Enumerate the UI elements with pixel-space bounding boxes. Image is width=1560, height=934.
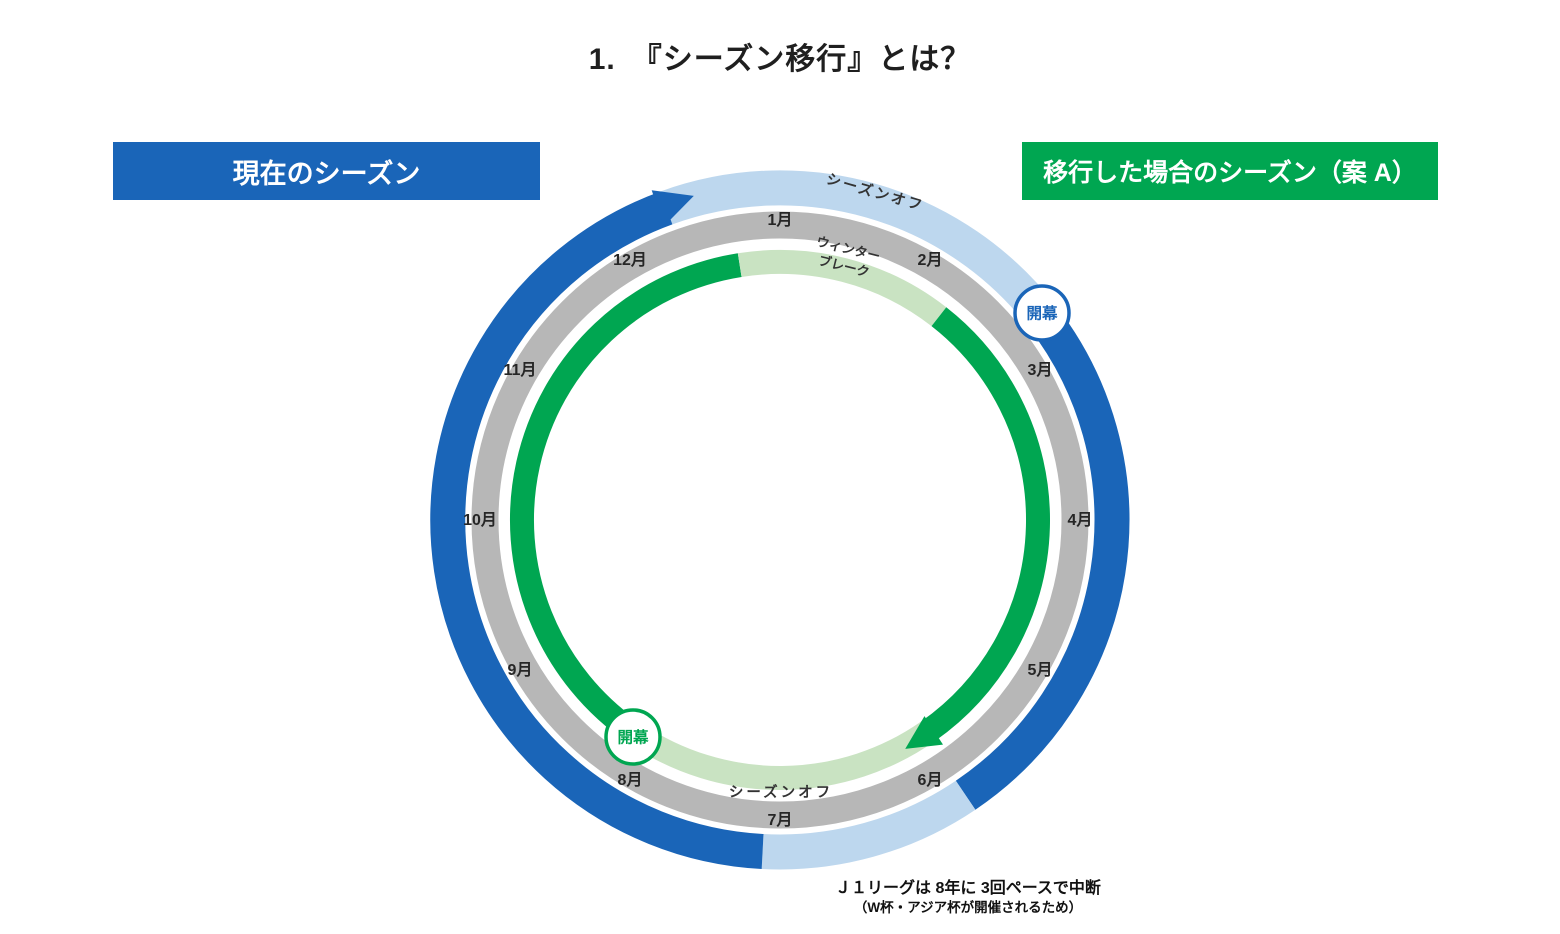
month-label-oct: 10月	[463, 511, 497, 529]
current-kickoff-label: 開幕	[1026, 304, 1058, 323]
month-label-feb: 2月	[918, 251, 943, 269]
current-season-kickoff-badge: 開幕	[1013, 284, 1071, 342]
month-label-may: 5月	[1028, 661, 1053, 679]
outer-ring-current-season	[430, 170, 1130, 870]
legend-proposed-season: 移行した場合のシーズン（案 A）	[1022, 142, 1438, 200]
proposed-season-end-arrow	[905, 716, 944, 749]
legend-current-season-label: 現在のシーズン	[232, 158, 421, 189]
month-labels: 1月 2月 3月 4月 5月 6月 7月 8月 9月 10月 11月 12月	[463, 211, 1092, 829]
footnote: Ｊ１リーグは 8年に 3回ペースで中断 （W杯・アジア杯が開催されるため）	[835, 878, 1101, 915]
legend-proposed-season-label: 移行した場合のシーズン（案 A）	[1043, 159, 1417, 187]
month-label-aug: 8月	[618, 771, 643, 789]
month-label-sep: 9月	[508, 661, 533, 679]
outer-season-arc-spring	[955, 304, 1130, 810]
outer-offseason-arc	[660, 170, 1056, 327]
inner-season-arc-autumn	[509, 253, 742, 744]
inner-winter-break-arc	[737, 249, 947, 327]
outer-worldcup-break-arc	[761, 780, 976, 870]
inner-season-arc-spring	[921, 307, 1050, 742]
inner-offseason-arc	[629, 721, 935, 790]
month-label-jan: 1月	[768, 211, 793, 229]
legend-current-season: 現在のシーズン	[113, 142, 540, 200]
footnote-line1: Ｊ１リーグは 8年に 3回ペースで中断	[835, 878, 1101, 897]
proposed-kickoff-label: 開幕	[617, 728, 649, 747]
current-kickoff-circle	[1013, 284, 1071, 342]
outer-season-arc-autumn	[430, 191, 764, 869]
page-title: 1. 『シーズン移行』とは？	[588, 43, 972, 76]
inner-offseason-label: シーズンオフ	[729, 783, 833, 801]
footnote-line2: （W杯・アジア杯が開催されるため）	[854, 899, 1082, 915]
month-label-dec: 12月	[613, 251, 647, 269]
current-season-end-arrow	[651, 190, 694, 227]
month-label-apr: 4月	[1068, 511, 1093, 529]
month-label-jul: 7月	[768, 811, 793, 829]
month-label-jun: 6月	[918, 771, 943, 789]
month-label-nov: 11月	[504, 361, 537, 379]
month-ring	[471, 211, 1089, 829]
proposed-kickoff-circle	[604, 708, 662, 766]
inner-ring-proposed-season	[509, 249, 1050, 790]
proposed-season-kickoff-badge: 開幕	[604, 708, 662, 766]
month-label-mar: 3月	[1028, 361, 1053, 379]
